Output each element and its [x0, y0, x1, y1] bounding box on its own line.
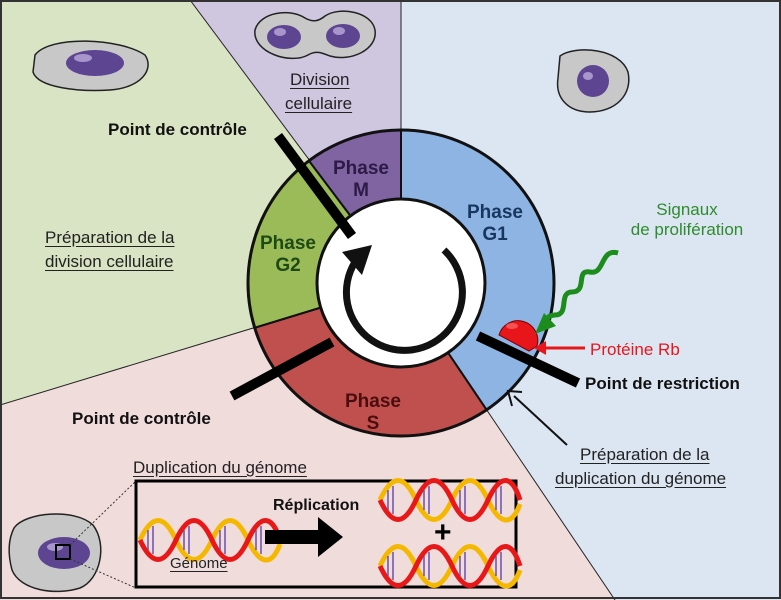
- replication-arrow-icon: [265, 517, 343, 557]
- g1-prep-arrowhead-icon: [506, 389, 523, 407]
- zoom-line: [69, 558, 137, 589]
- region-label-prep-duplication: Préparation de la: [580, 445, 710, 464]
- plus-sign: +: [434, 516, 452, 549]
- cell-prep-division-icon: [32, 40, 149, 92]
- cell-g1-icon: [556, 49, 630, 113]
- zoom-square-icon: [55, 544, 71, 560]
- replication-box: [134, 479, 518, 589]
- genome-label: Génome: [170, 555, 228, 572]
- checkpoint-bar-restriction[interactable]: [475, 331, 581, 388]
- cycle-arrow-icon: [342, 247, 466, 354]
- checkpoint-bar-g2-m[interactable]: [273, 133, 357, 239]
- checkpoint-label-restriction: Point de restriction: [585, 374, 740, 393]
- cell-dividing-icon: [254, 10, 376, 60]
- phase-ring-outline: [246, 128, 556, 438]
- signal-wave-icon: [543, 250, 619, 325]
- signal-arrowhead-icon: [535, 313, 556, 334]
- region-label-duplication: Duplication du génome: [133, 458, 307, 477]
- rb-protein-highlight: [506, 323, 518, 329]
- region-label-prep-duplication-2: duplication du génome: [555, 469, 727, 488]
- zoom-line: [69, 480, 137, 546]
- replication-label: Réplication: [273, 497, 360, 514]
- checkpoint-label-g2-m: Point de contrôle: [108, 120, 247, 139]
- region-label-division: Division: [290, 70, 350, 89]
- checkpoint-label-g1-s: Point de contrôle: [72, 409, 211, 428]
- region-prep-duplication: [401, 0, 781, 600]
- rb-arrowhead-icon: [534, 341, 546, 355]
- cell-duplication-icon: [8, 513, 102, 593]
- region-label-prep-division: Préparation de la: [45, 228, 175, 247]
- region-label-prep-division-2: division cellulaire: [45, 252, 174, 271]
- protein-rb-label: Protéine Rb: [590, 340, 680, 359]
- checkpoint-bar-g1-s[interactable]: [229, 337, 335, 401]
- g1-prep-arrow: [513, 395, 568, 446]
- cycle-arrowhead-icon: [342, 245, 372, 275]
- region-label-division-2: cellulaire: [285, 94, 353, 113]
